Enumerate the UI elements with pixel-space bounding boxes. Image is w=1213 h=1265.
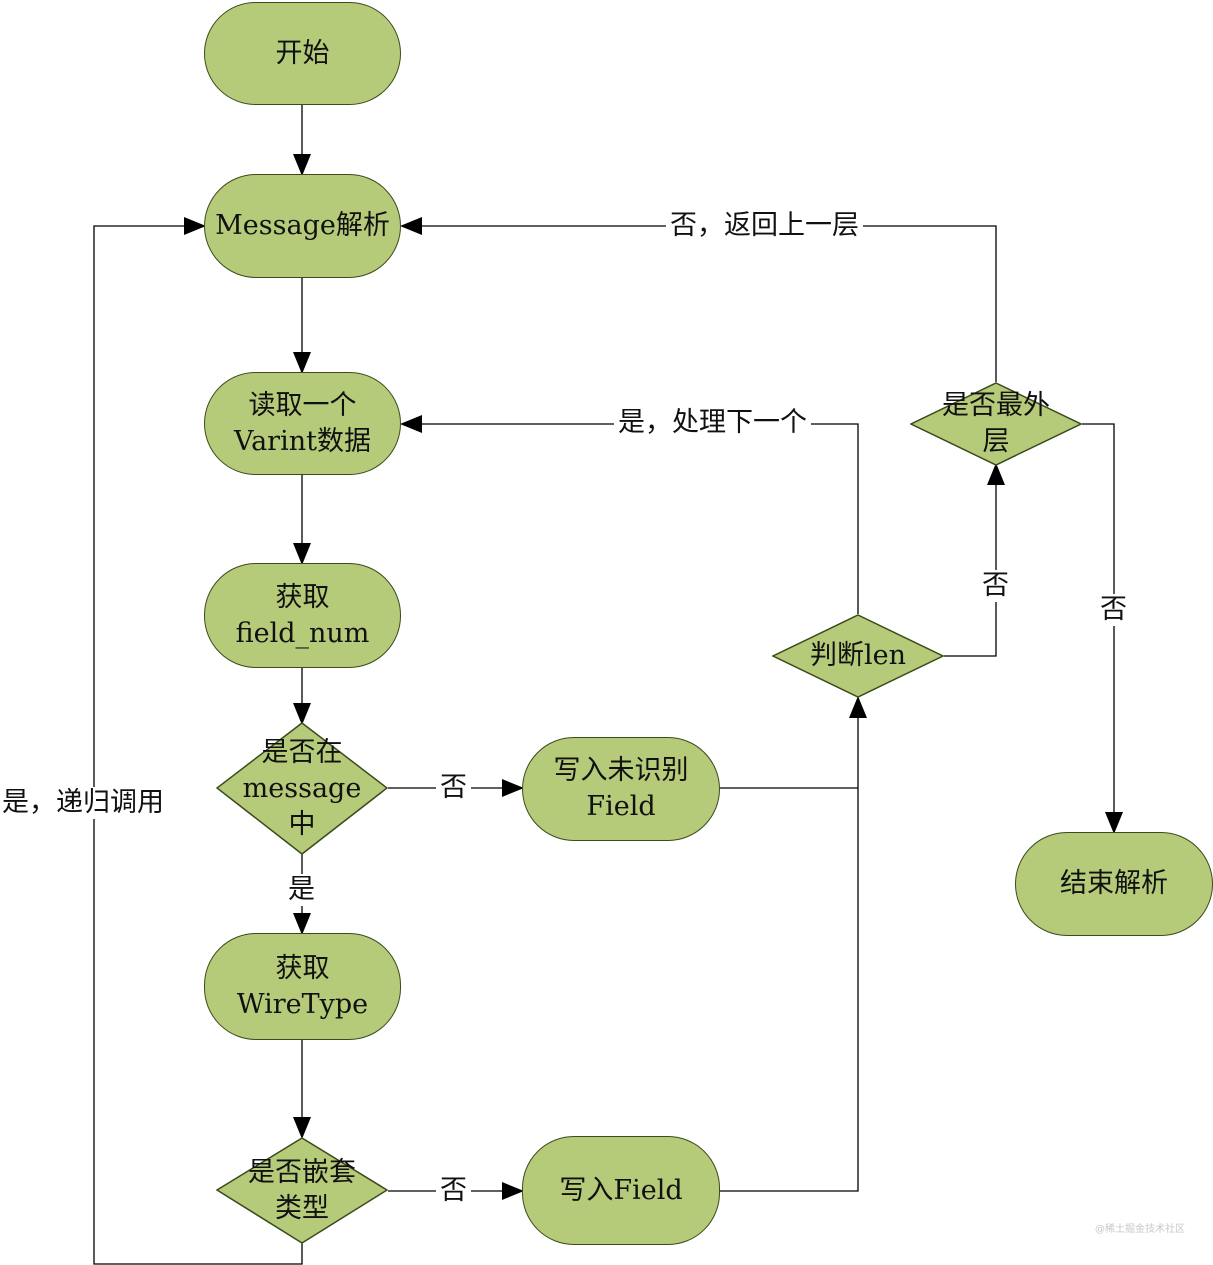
node-message-parse: Message解析	[204, 174, 401, 278]
decision-is-outermost: 是否最外 层	[910, 382, 1082, 466]
edge-outermost-to-end	[1082, 423, 1123, 834]
edge-nested-yes-recursive	[93, 217, 303, 1265]
edge-outermost-no-return	[400, 217, 997, 382]
node-end-parse: 结束解析	[1015, 832, 1213, 936]
edge-judge-yes-next	[400, 415, 859, 614]
decision-judge-len: 判断len	[772, 614, 944, 698]
node-get-field-num: 获取 field_num	[204, 563, 401, 668]
edge-label-no-outermost: 否	[1096, 594, 1131, 626]
edge-label-no-len: 否	[978, 570, 1013, 602]
decision-is-nested: 是否嵌套 类型	[216, 1137, 388, 1244]
watermark: @稀土掘金技术社区	[1095, 1224, 1185, 1235]
node-write-field: 写入Field	[522, 1136, 720, 1245]
edge-label-no-in-message: 否	[436, 772, 471, 804]
edge-label-yes-recursive: 是，递归调用	[0, 787, 166, 819]
node-start: 开始	[204, 2, 401, 105]
decision-in-message: 是否在 message 中	[216, 722, 388, 855]
edge-label-yes-in-message: 是	[284, 874, 319, 906]
node-write-unknown: 写入未识别 Field	[522, 737, 720, 841]
edge-writefield-to-judge	[720, 696, 867, 1192]
edge-label-yes-next: 是，处理下一个	[614, 407, 811, 439]
node-read-varint: 读取一个 Varint数据	[204, 372, 401, 475]
edge-judge-no-to-outermost	[944, 463, 1005, 657]
edge-label-no-nested: 否	[436, 1175, 471, 1207]
edge-label-no-return-upper: 否，返回上一层	[666, 210, 863, 242]
node-get-wiretype: 获取 WireType	[204, 933, 401, 1040]
